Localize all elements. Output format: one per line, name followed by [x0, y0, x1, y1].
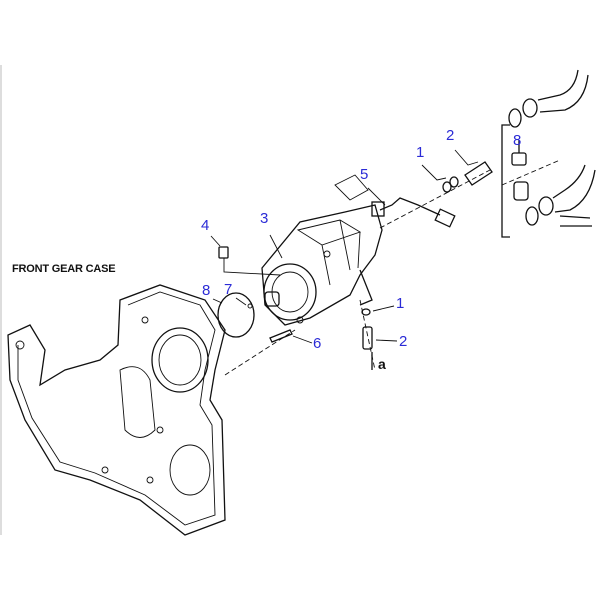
callout-2-top: 2	[446, 127, 455, 144]
callout-6: 6	[313, 335, 322, 352]
small-seal	[247, 303, 253, 309]
hose-assembly	[508, 69, 596, 227]
callout-8-left: 8	[202, 282, 211, 299]
callout-1-bottom: 1	[396, 295, 405, 312]
callout-2-bottom: 2	[399, 333, 408, 350]
stud-bolt	[269, 329, 293, 343]
sensor-body	[371, 201, 385, 217]
front-gear-case	[7, 284, 226, 536]
leader-lines	[210, 149, 479, 370]
callout-3: 3	[260, 210, 269, 227]
reference-mark: a	[378, 356, 386, 372]
sensor-wire	[379, 197, 441, 216]
front-gear-case-label: FRONT GEAR CASE	[12, 263, 116, 275]
callout-5: 5	[360, 166, 369, 183]
sensor-connector	[434, 208, 456, 228]
washer-bottom	[361, 308, 371, 316]
fuel-injection-pump	[261, 174, 383, 326]
callout-7: 7	[224, 281, 233, 298]
union-fitting-bottom	[362, 326, 373, 350]
callout-1-top: 1	[416, 144, 425, 161]
callout-4: 4	[201, 217, 210, 234]
callout-8-top: 8	[513, 132, 522, 149]
bracket-line	[501, 124, 510, 238]
union-fitting-top	[464, 161, 493, 186]
o-ring	[217, 292, 255, 338]
plug	[218, 246, 229, 259]
